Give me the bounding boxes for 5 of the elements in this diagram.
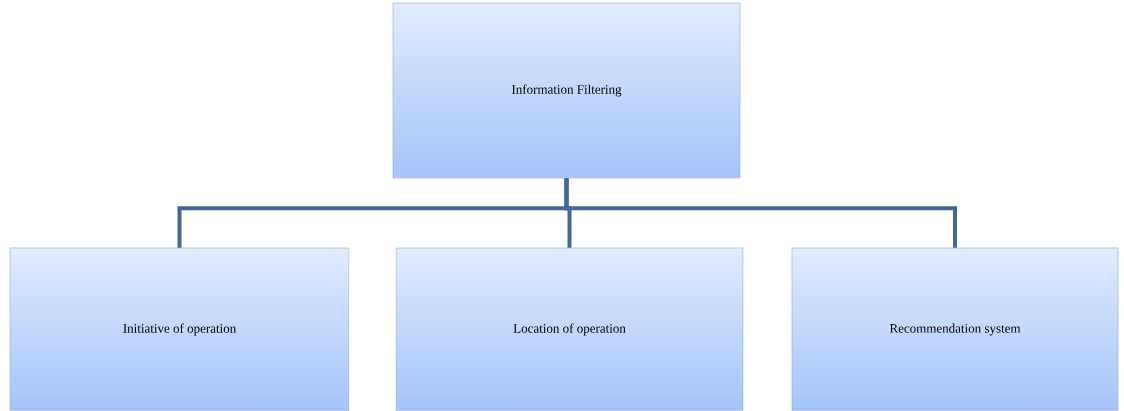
box: Recommendation system [791,247,1119,411]
box: Initiative of operation [9,247,350,411]
box: Information Filtering [392,2,741,179]
box: Location of operation [395,247,744,411]
connector [564,178,957,248]
